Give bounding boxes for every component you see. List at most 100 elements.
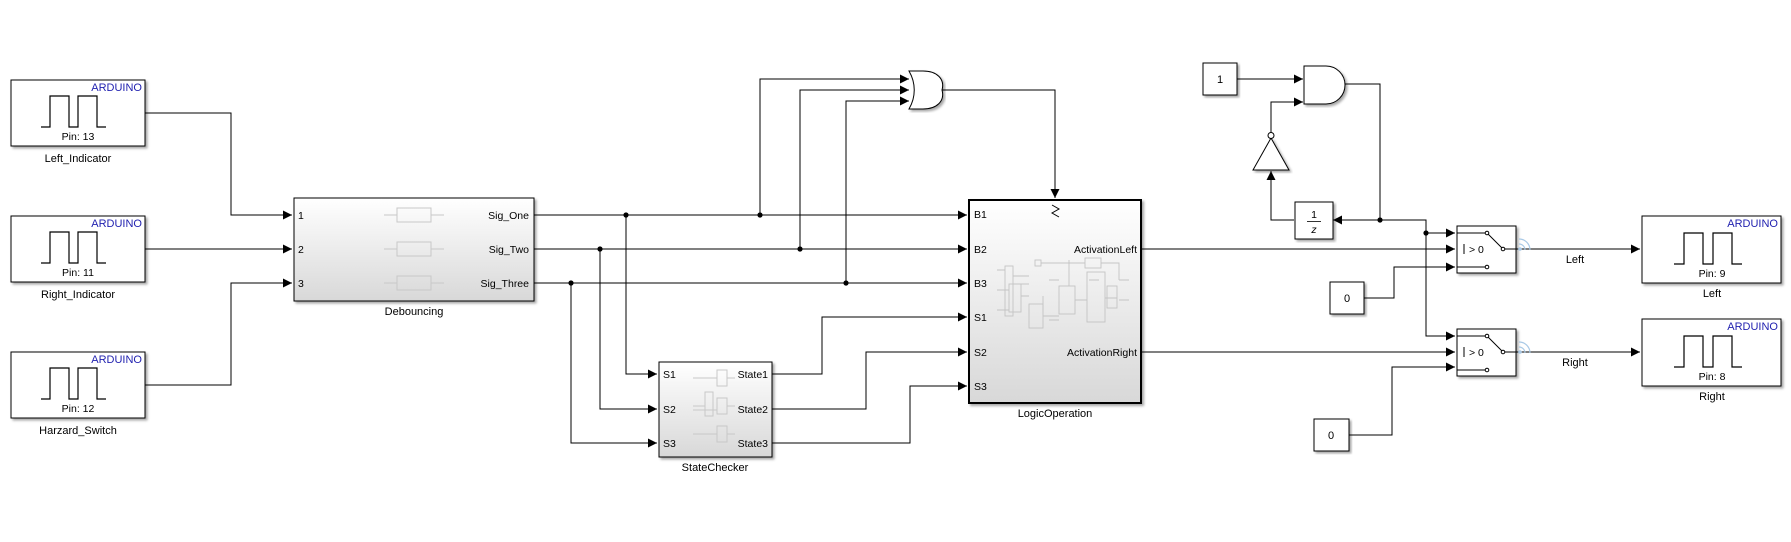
switch-threshold: > 0 [1469, 244, 1484, 256]
switch-left-block[interactable]: > 0 [1456, 225, 1531, 274]
block-frame [1329, 281, 1365, 315]
block-frame [1202, 62, 1238, 96]
block-frame [1313, 418, 1350, 452]
delay-denominator: z [1310, 224, 1317, 236]
port-in-3: 3 [298, 278, 304, 290]
port-out-state1: State1 [738, 369, 769, 381]
port-out-state2: State2 [738, 404, 769, 416]
subsystem-logicoperation[interactable]: B1 B2 B3 S1 S2 S3 ActivationLeft Activat… [968, 199, 1142, 420]
not-gate[interactable] [1252, 132, 1290, 171]
port-in-s1: S1 [663, 369, 676, 381]
arduino-badge: ARDUINO [1727, 321, 1778, 333]
port-out-state3: State3 [738, 438, 769, 450]
block-name: StateChecker [682, 462, 749, 474]
arduino-badge: ARDUINO [91, 82, 142, 94]
block-name: Right [1699, 391, 1725, 403]
block-frame [293, 197, 535, 302]
pulse-wave-icon [41, 95, 106, 128]
pin-label: Pin: 11 [62, 267, 94, 279]
junction-dot [1423, 230, 1429, 236]
signal-label-right: Right [1562, 357, 1588, 369]
not-gate-icon [1252, 136, 1290, 171]
line-state2[interactable] [772, 347, 967, 410]
block-frame [1294, 201, 1334, 240]
block-name: Right_Indicator [41, 289, 115, 301]
line-delay-to-not[interactable] [1266, 171, 1294, 221]
trigger-icon [1050, 204, 1061, 218]
line-sig-one-to-statechecker[interactable] [625, 215, 657, 379]
line-not-to-and[interactable] [1270, 97, 1303, 136]
wifi-icon [1518, 238, 1531, 251]
port-in-b1: B1 [974, 209, 987, 221]
block-name: Left_Indicator [45, 153, 112, 165]
constant-zero-right-block[interactable]: 0 [1313, 418, 1350, 452]
line-sig-three-to-or[interactable] [845, 96, 909, 283]
port-in-s1: S1 [974, 312, 987, 324]
port-in-s3: S3 [974, 381, 987, 393]
inversion-bubble-icon [1267, 132, 1275, 139]
or-gate[interactable] [908, 70, 944, 110]
port-in-b3: B3 [974, 278, 987, 290]
switch-right-block[interactable]: > 0 [1456, 328, 1531, 377]
arduino-badge: ARDUINO [91, 218, 142, 230]
junction-dot [597, 246, 603, 252]
wifi-icon [1518, 341, 1531, 354]
block-name: LogicOperation [1018, 408, 1093, 420]
subsystem-debouncing[interactable]: 1 2 3 Sig_One Sig_Two Sig_Three Debounci… [293, 197, 535, 318]
port-out-sig-two: Sig_Two [489, 244, 529, 256]
sink-left[interactable]: ARDUINO Pin: 9 Left [1641, 215, 1782, 300]
constant-zero-left-block[interactable]: 0 [1329, 281, 1365, 315]
line-hazard-switch[interactable] [145, 278, 292, 386]
line-zero-right[interactable] [1349, 362, 1455, 436]
line-and-to-right-switch[interactable] [1425, 233, 1455, 341]
line-sig-three-to-statechecker[interactable] [570, 283, 657, 448]
sink-right[interactable]: ARDUINO Pin: 8 Right [1641, 318, 1782, 403]
port-in-1: 1 [298, 210, 304, 222]
unit-delay-block[interactable]: 1 z [1294, 201, 1334, 240]
and-gate[interactable] [1303, 65, 1346, 105]
pulse-wave-icon [41, 231, 106, 264]
line-or-to-trigger[interactable] [942, 89, 1060, 198]
arduino-badge: ARDUINO [91, 354, 142, 366]
signal-label-left: Left [1566, 254, 1584, 266]
port-in-b2: B2 [974, 244, 987, 256]
pin-label: Pin: 13 [62, 131, 95, 143]
block-name: Debouncing [385, 306, 444, 318]
line-zero-left[interactable] [1364, 262, 1455, 299]
junction-dot [757, 212, 763, 218]
line-sig-two-to-or[interactable] [799, 85, 909, 249]
block-name: Harzard_Switch [39, 425, 117, 437]
junction-dot [568, 280, 574, 286]
block-name: Left [1703, 288, 1721, 300]
port-out-sig-three: Sig_Three [481, 278, 530, 290]
junction-dot [623, 212, 629, 218]
source-hazard-switch[interactable]: ARDUINO Pin: 12 Harzard_Switch [10, 351, 146, 437]
constant-one-block[interactable]: 1 [1202, 62, 1238, 96]
pin-label: Pin: 9 [1699, 268, 1726, 280]
pulse-wave-icon [1674, 335, 1742, 368]
block-frame [968, 199, 1142, 404]
signal-lines [145, 74, 1640, 448]
pulse-wave-icon [41, 367, 106, 400]
line-sig-two-to-statechecker[interactable] [599, 249, 657, 414]
line-state1[interactable] [772, 312, 967, 375]
subsystem-statechecker[interactable]: S1 S2 S3 State1 State2 State3 StateCheck… [658, 361, 773, 474]
arduino-badge: ARDUINO [1727, 218, 1778, 230]
line-and-to-left-switch[interactable] [1380, 219, 1455, 238]
line-left-indicator[interactable] [145, 112, 292, 220]
constant-value: 1 [1217, 74, 1223, 86]
source-right-indicator[interactable]: ARDUINO Pin: 11 Right_Indicator [10, 215, 146, 301]
line-state3[interactable] [772, 381, 967, 444]
line-and-to-delay[interactable] [1333, 83, 1381, 225]
source-left-indicator[interactable]: ARDUINO Pin: 13 Left_Indicator [10, 79, 146, 165]
switch-threshold: > 0 [1469, 347, 1484, 359]
pulse-wave-icon [1674, 232, 1742, 265]
block-frame [1641, 318, 1782, 387]
port-in-s3: S3 [663, 438, 676, 450]
port-out-activation-right: ActivationRight [1067, 347, 1137, 359]
line-sig-one-to-or[interactable] [759, 74, 909, 215]
pin-label: Pin: 12 [62, 403, 95, 415]
delay-numerator: 1 [1311, 209, 1317, 221]
subsystem-preview-icon [997, 257, 1129, 329]
